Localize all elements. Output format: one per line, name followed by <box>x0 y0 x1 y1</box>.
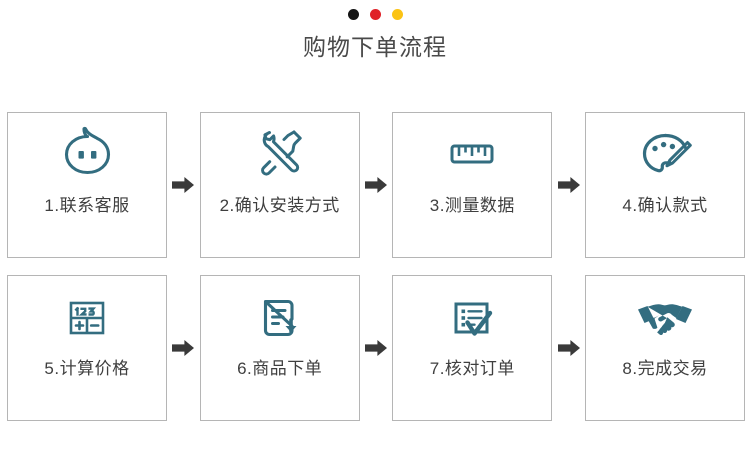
hammer-wrench-icon <box>201 113 359 195</box>
flow-connector-arrow <box>552 112 585 258</box>
dot-yellow-icon <box>391 8 403 20</box>
flow-step-card-7[interactable]: 7.核对订单 <box>392 275 553 421</box>
arrow-right-icon <box>172 340 195 356</box>
flow-step-label: 5.计算价格 <box>44 359 130 378</box>
flow-connector-arrow <box>360 275 393 421</box>
dot-black-icon <box>347 8 359 20</box>
ruler-icon <box>393 113 551 195</box>
flow-step-label: 3.测量数据 <box>429 196 515 215</box>
flow-connector-arrow <box>167 112 200 258</box>
flow-step-card-6[interactable]: 6.商品下单 <box>199 275 360 421</box>
flow-step-label: 8.完成交易 <box>622 359 708 378</box>
flow-step-label: 4.确认款式 <box>622 196 708 215</box>
arrow-right-icon <box>172 177 195 193</box>
flow-step-card-1[interactable]: 1.联系客服 <box>7 112 167 258</box>
flow-connector-arrow <box>360 112 393 258</box>
arrow-right-icon <box>365 340 387 356</box>
flow-row: 5.计算价格 <box>7 275 746 421</box>
checklist-check-icon <box>393 276 551 358</box>
flow-row: 1.联系客服 <box>7 112 746 258</box>
page-title: 购物下单流程 <box>303 34 447 60</box>
arrow-right-icon <box>365 177 387 193</box>
flow-connector-arrow <box>552 275 585 421</box>
flow-step-card-5[interactable]: 5.计算价格 <box>7 275 167 421</box>
flow-connector-arrow <box>167 275 200 421</box>
flow-step-card-3[interactable]: 3.测量数据 <box>392 112 553 258</box>
chat-bubble-face-icon <box>8 113 166 195</box>
flow-step-card-8[interactable]: 8.完成交易 <box>585 275 746 421</box>
flow-step-label: 7.核对订单 <box>429 359 515 378</box>
dot-red-icon <box>369 8 381 20</box>
palette-brush-icon <box>586 113 744 195</box>
calculator-icon <box>8 276 166 358</box>
document-download-icon <box>201 276 359 358</box>
flow-step-card-2[interactable]: 2.确认安装方式 <box>199 112 360 258</box>
arrow-right-icon <box>557 340 580 356</box>
page-header: 购物下单流程 <box>0 0 750 61</box>
arrow-right-icon <box>557 177 580 193</box>
process-flow: 1.联系客服 <box>7 112 746 421</box>
decorative-dots <box>0 6 750 22</box>
flow-step-label: 2.确认安装方式 <box>219 196 340 215</box>
handshake-icon <box>586 276 744 358</box>
flow-step-label: 6.商品下单 <box>237 359 323 378</box>
flow-step-label: 1.联系客服 <box>44 196 130 215</box>
flow-step-card-4[interactable]: 4.确认款式 <box>585 112 746 258</box>
